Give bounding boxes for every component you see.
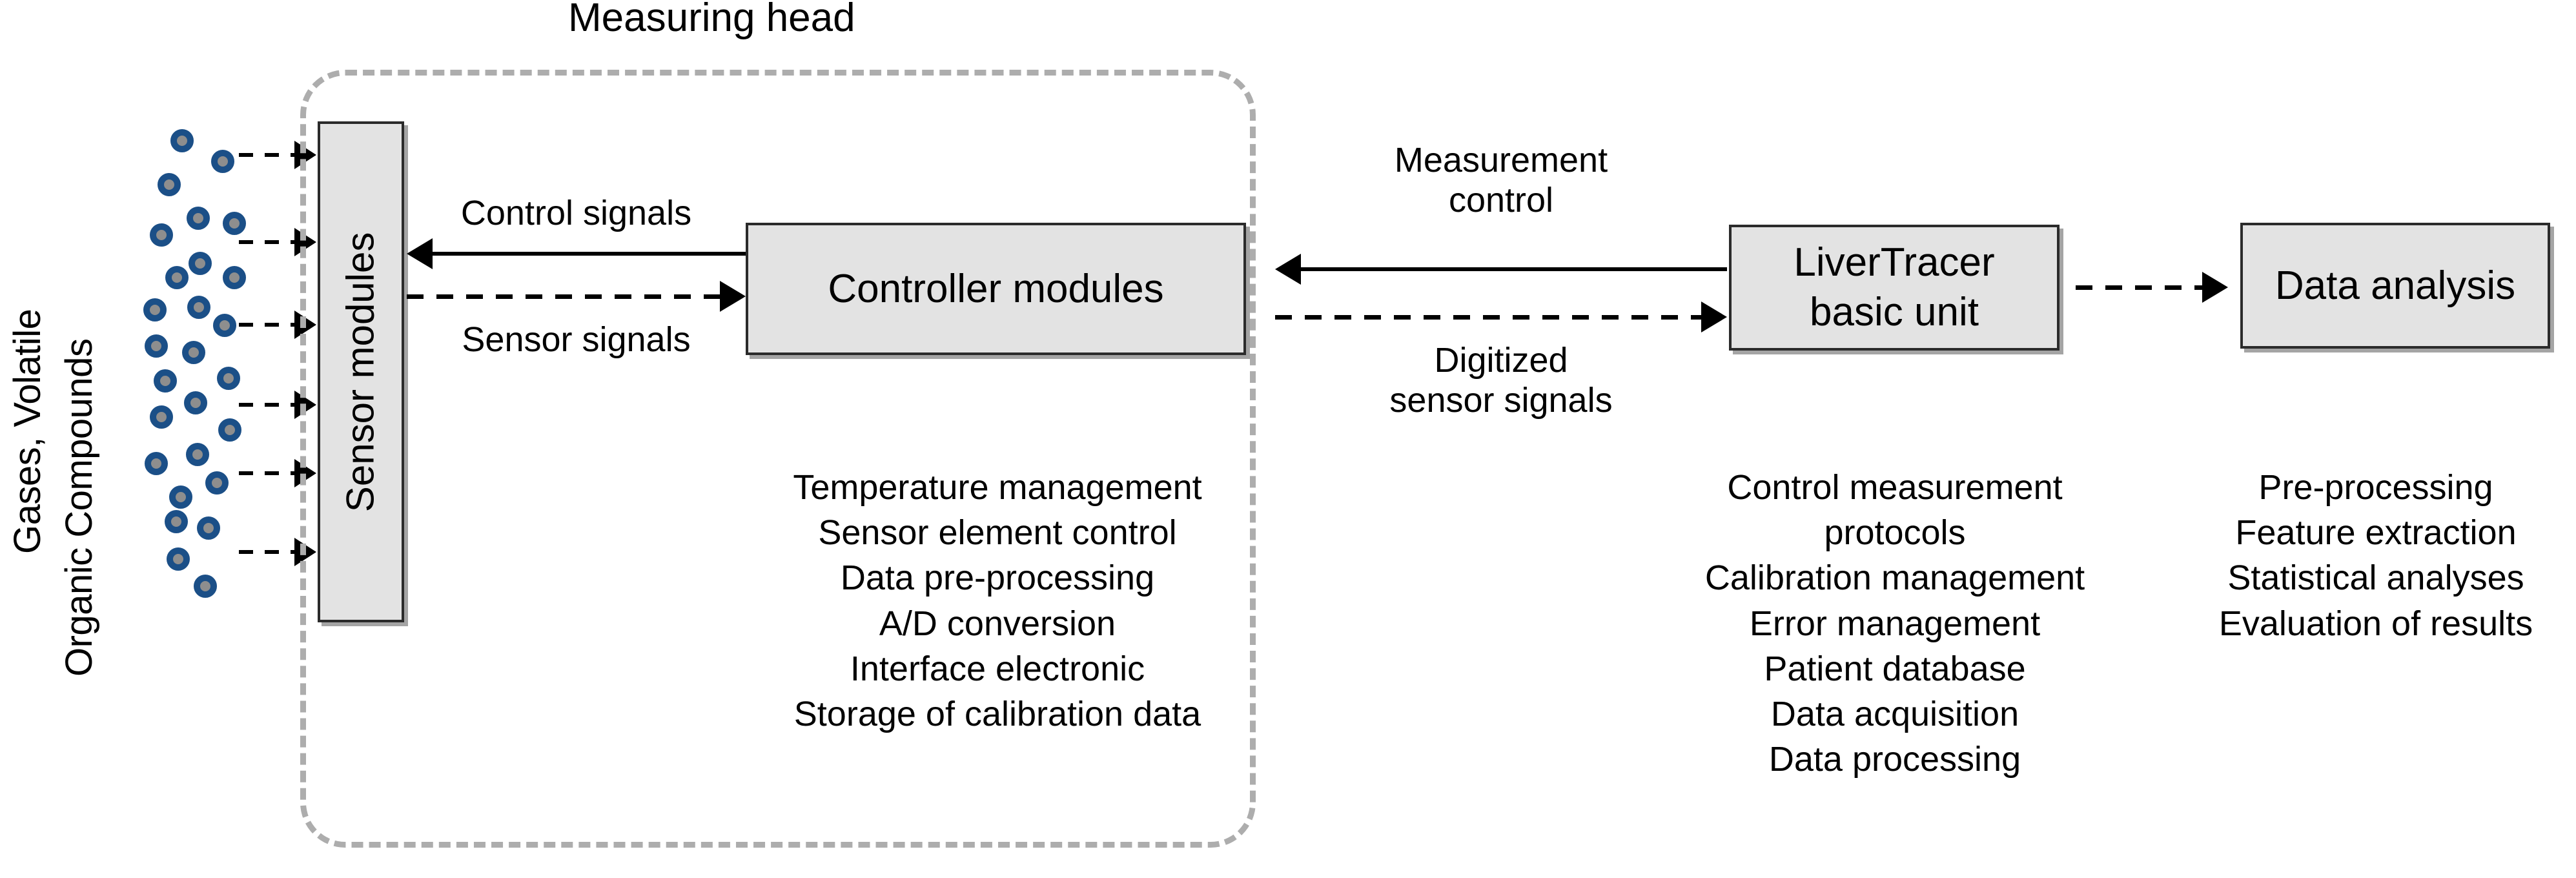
list-item: Statistical analyses — [2227, 558, 2524, 598]
molecule-dot — [197, 516, 220, 540]
measuring-head-title: Measuring head — [568, 0, 855, 40]
measurement-control-label-line2: control — [1448, 181, 1554, 220]
livertracer-label-line2: basic unit — [1810, 289, 1979, 334]
molecule-dot — [169, 485, 192, 509]
inflow-label-line1: Gases, Volatile — [6, 309, 48, 554]
data-analysis-feature-list: Pre-processing Feature extraction Statis… — [2176, 465, 2576, 646]
unit-analysis-arrow-line — [2076, 285, 2205, 290]
list-item: Storage of calibration data — [793, 694, 1201, 733]
unit-analysis-arrow-head — [2202, 272, 2228, 303]
molecule-dot — [194, 575, 217, 598]
list-item: Temperature management — [793, 468, 1202, 507]
measurement-control-label-line1: Measurement — [1394, 141, 1608, 179]
molecule-dot — [150, 405, 173, 429]
unit-analysis-connector — [2076, 271, 2240, 303]
list-item: Error management — [1749, 604, 2041, 643]
sensor-modules-label: Sensor modules — [338, 232, 382, 512]
molecule-dot — [211, 150, 234, 173]
sensor-signals-arrow-line — [407, 294, 720, 299]
controller-modules-feature-list: Temperature management Sensor element co… — [710, 465, 1285, 737]
controller-modules-label: Controller modules — [828, 266, 1164, 311]
molecule-dot — [182, 341, 205, 364]
sensor-controller-connector: Control signals Sensor signals — [407, 194, 746, 362]
list-item: Pre-processing — [2258, 468, 2493, 507]
molecule-dot — [158, 173, 181, 196]
data-analysis-box[interactable]: Data analysis — [2240, 223, 2550, 349]
list-item: Data processing — [1768, 740, 2021, 779]
list-item: Control measurement — [1727, 468, 2063, 507]
molecule-dot — [218, 418, 241, 442]
sensor-modules-box[interactable]: Sensor modules — [318, 121, 404, 622]
molecule-dot — [189, 252, 212, 275]
molecule-dot — [145, 452, 168, 475]
molecule-dot — [167, 547, 190, 571]
list-item: Data acquisition — [1770, 694, 2019, 733]
digitized-signals-arrow-head — [1701, 301, 1727, 332]
controller-modules-box[interactable]: Controller modules — [746, 223, 1246, 355]
list-item: Patient database — [1764, 649, 2026, 688]
list-item: Calibration management — [1704, 558, 2085, 598]
molecule-dot — [187, 207, 210, 230]
sensor-signals-arrow-head — [720, 281, 746, 312]
control-signals-arrow-head — [407, 238, 433, 269]
control-signals-label: Control signals — [460, 194, 692, 232]
molecule-dot — [217, 367, 240, 390]
measurement-control-arrow-line — [1301, 267, 1727, 271]
livertracer-basic-unit-box[interactable]: LiverTracer basic unit — [1729, 225, 2060, 351]
measurement-control-arrow-head — [1275, 254, 1301, 285]
molecule-dot — [145, 334, 168, 358]
molecule-dot — [165, 266, 189, 289]
molecule-dot — [150, 223, 173, 247]
molecule-dot — [187, 296, 210, 319]
list-item: Evaluation of results — [2218, 604, 2533, 643]
list-item: Data pre-processing — [840, 558, 1155, 598]
control-signals-arrow-line — [433, 252, 746, 256]
digitized-signals-label-line2: sensor signals — [1389, 381, 1613, 420]
digitized-signals-label-line1: Digitized — [1434, 341, 1568, 380]
molecule-dot — [223, 266, 246, 289]
molecule-dot — [213, 314, 236, 337]
molecule-dot — [170, 129, 194, 152]
data-analysis-label: Data analysis — [2274, 263, 2516, 308]
measuring-head-container — [300, 70, 1256, 848]
livertracer-label-line1: LiverTracer — [1794, 240, 1995, 285]
molecule-dot — [143, 298, 167, 322]
list-item: Interface electronic — [850, 649, 1145, 688]
molecule-dot — [223, 212, 246, 235]
inflow-label-line2: Organic Compounds — [58, 338, 100, 677]
molecule-dot — [184, 391, 207, 414]
list-item: Sensor element control — [818, 513, 1177, 553]
list-item: Feature extraction — [2235, 513, 2517, 553]
molecule-dot — [186, 443, 209, 466]
digitized-signals-arrow-line — [1275, 315, 1701, 320]
molecule-dot — [154, 369, 177, 393]
sensor-signals-label: Sensor signals — [462, 320, 691, 359]
list-item: A/D conversion — [879, 604, 1116, 643]
head-unit-connector: Measurement control Digitized sensor sig… — [1275, 141, 1727, 420]
list-item: protocols — [1824, 513, 1966, 553]
molecule-dot — [165, 510, 188, 533]
molecule-dot — [205, 471, 229, 495]
livertracer-feature-list: Control measurement protocols Calibratio… — [1611, 465, 2179, 782]
